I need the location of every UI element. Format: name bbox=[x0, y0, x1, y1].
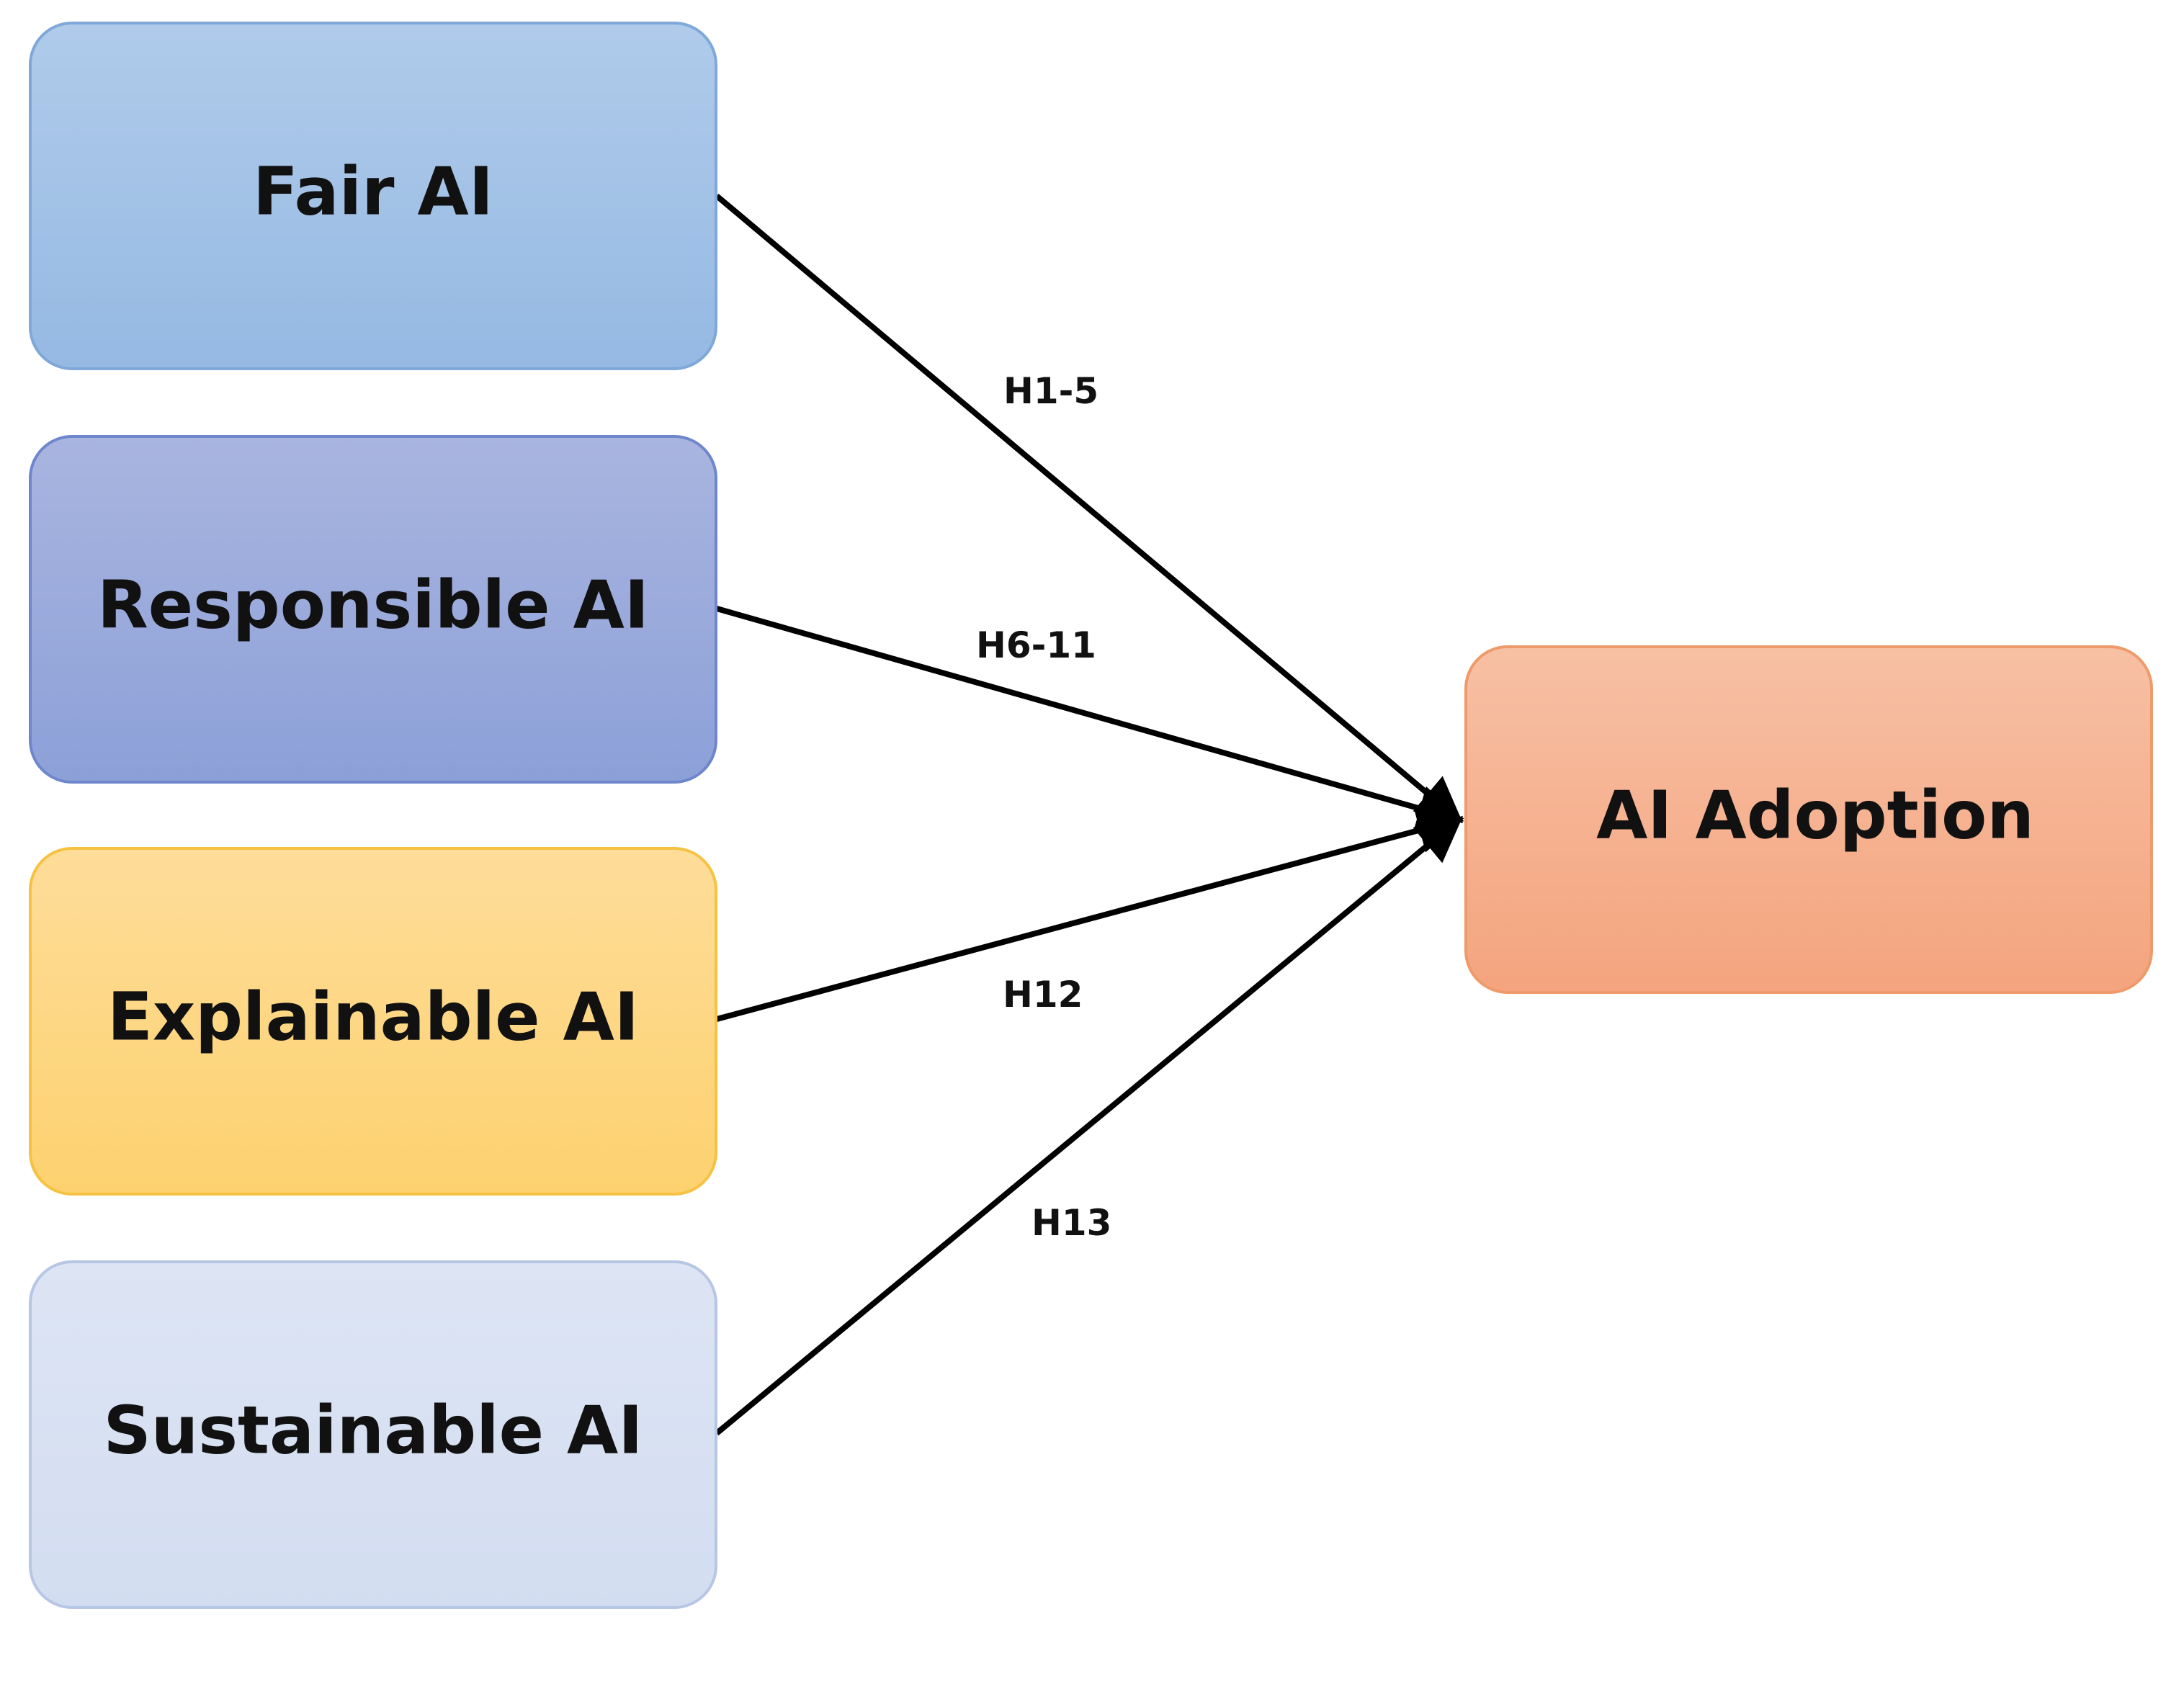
node-label-responsible-ai: Responsible AI bbox=[97, 566, 649, 643]
node-box-ai-adoption bbox=[1464, 645, 2153, 994]
node-box-fair-ai bbox=[29, 22, 717, 370]
edge-fair-to-adoption: H1-5 bbox=[715, 193, 1464, 824]
edge-label-h13: H13 bbox=[1031, 1202, 1111, 1244]
node-ai-adoption: AI Adoption bbox=[1464, 645, 2153, 994]
edge-line-sustainable bbox=[715, 815, 1464, 1436]
node-sustainable-ai: Sustainable AI bbox=[29, 1260, 717, 1609]
edge-label-h12: H12 bbox=[1003, 974, 1083, 1015]
node-label-ai-adoption: AI Adoption bbox=[1596, 776, 2034, 853]
edge-line-responsible bbox=[715, 606, 1464, 831]
edge-label-h6-11: H6-11 bbox=[976, 624, 1096, 666]
edge-sustainable-to-adoption: H13 bbox=[715, 815, 1464, 1436]
node-responsible-ai: Responsible AI bbox=[29, 435, 717, 784]
edge-responsible-to-adoption: H6-11 bbox=[715, 606, 1464, 831]
node-explainable-ai: Explainable AI bbox=[29, 847, 717, 1196]
node-label-fair-ai: Fair AI bbox=[253, 153, 493, 230]
node-box-explainable-ai bbox=[29, 847, 717, 1196]
edge-line-fair bbox=[715, 193, 1464, 824]
edge-explainable-to-adoption: H12 bbox=[715, 807, 1464, 1022]
node-label-explainable-ai: Explainable AI bbox=[107, 978, 639, 1055]
node-fair-ai: Fair AI bbox=[29, 22, 717, 370]
node-label-sustainable-ai: Sustainable AI bbox=[104, 1391, 643, 1468]
edge-label-h1-5: H1-5 bbox=[1003, 370, 1098, 412]
node-box-sustainable-ai bbox=[29, 1260, 717, 1609]
edge-line-explainable bbox=[715, 807, 1464, 1022]
node-box-responsible-ai bbox=[29, 435, 717, 784]
